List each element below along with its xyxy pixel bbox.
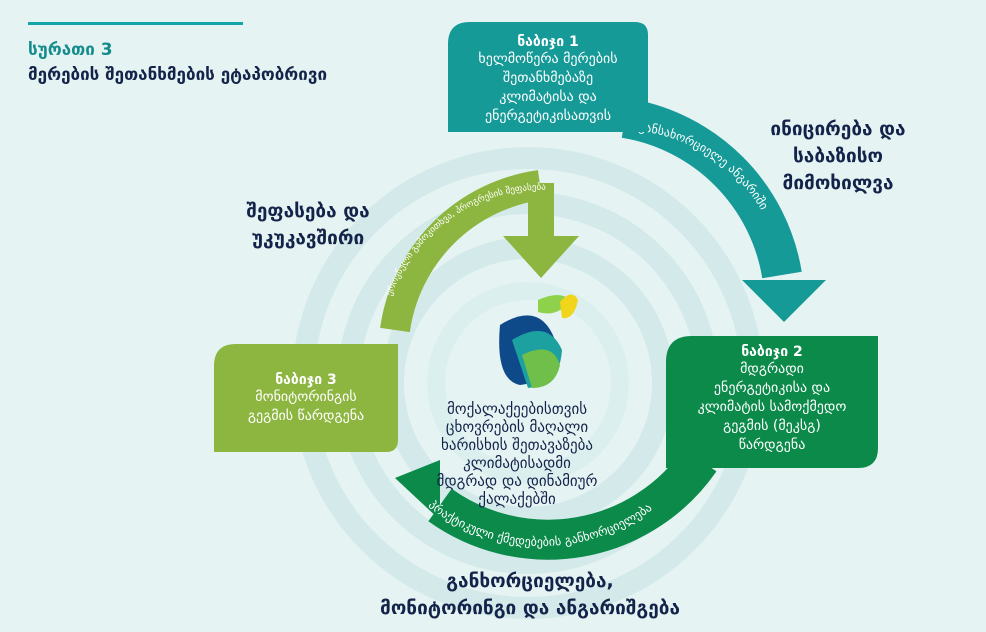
- step-2-line: ენერგეტიკისა და: [713, 380, 831, 396]
- step-2-content: ნაბიჯი 2 მდგრადი ენერგეტიკისა და კლიმატი…: [666, 344, 878, 455]
- step-2-line: კლიმატის სამოქმედო: [697, 399, 847, 415]
- step-2-line: წარდგენა: [738, 437, 806, 453]
- center-line: კლიმატისადმი: [463, 454, 571, 472]
- step-3-content: ნაბიჯი 3 მონიტორინგის გეგმის წარდგენა: [214, 372, 398, 426]
- step-2-box: [666, 336, 878, 468]
- phase-implementation-line: განხორციელება,: [446, 570, 614, 592]
- step-3-box: [214, 344, 398, 452]
- phase-initiation-line: მიმოხილვა: [782, 172, 894, 194]
- step-1-box: [448, 22, 648, 132]
- figure-title: მერების შეთანხმების ეტაპობრივი: [28, 65, 328, 85]
- step-3-title: ნაბიჯი 3: [275, 372, 337, 388]
- phase-implementation: განხორციელება, მონიტორინგი და ანგარიშგებ…: [320, 568, 740, 622]
- phase-implementation-line: მონიტორინგი და ანგარიშგება: [380, 597, 680, 619]
- center-line: მოქალაქეებისთვის: [446, 400, 588, 418]
- phase-evaluation: შეფასება და უკუკავშირი: [208, 198, 408, 252]
- arrow-head-lime: [503, 236, 579, 278]
- step-1-line: კლიმატისა და: [499, 89, 597, 105]
- step-3-line: მონიტორინგის: [255, 389, 357, 405]
- arrow-evaluation: [380, 170, 543, 333]
- center-line: ხარისხის შეთავაზება: [440, 436, 594, 454]
- step-3-line: გეგმის წარდგენა: [247, 408, 365, 424]
- step-1-content: ნაბიჯი 1 ხელმოწერა მერების შეთანხმებაზე …: [448, 34, 648, 126]
- arrow-head-green: [395, 460, 440, 520]
- center-line: მდგრად და დინამიურ: [436, 472, 598, 490]
- phase-evaluation-line: შეფასება და: [246, 200, 370, 222]
- leaf-logo-icon: [499, 294, 578, 388]
- step-2-line: მდგრადი: [740, 361, 804, 377]
- step-1-title: ნაბიჯი 1: [517, 34, 579, 50]
- phase-initiation-line: საბაზისო: [793, 145, 883, 167]
- arrow-initiation: [621, 98, 802, 279]
- step-2-line: გეგმის (მეკსგ): [723, 418, 821, 434]
- step-1-line: ენერგეტიკისათვის: [484, 108, 612, 124]
- center-statement: მოქალაქეებისთვის ცხოვრების მაღალი ხარისხ…: [402, 400, 632, 508]
- phase-initiation: ინიცირება და საბაზისო მიმოხილვა: [728, 116, 948, 197]
- center-line: ცხოვრების მაღალი: [445, 418, 589, 436]
- header-rule: [28, 22, 243, 25]
- phase-evaluation-line: უკუკავშირი: [251, 227, 365, 249]
- center-line: ქალაქებში: [478, 490, 556, 508]
- step-1-line: ხელმოწერა მერების: [478, 51, 618, 67]
- figure-number: სურათი 3: [28, 40, 113, 60]
- step-1-line: შეთანხმებაზე: [502, 70, 594, 86]
- step-2-title: ნაბიჯი 2: [741, 344, 803, 360]
- arrow-shaft-lime: [528, 183, 554, 238]
- phase-initiation-line: ინიცირება და: [770, 118, 906, 140]
- arrow-head-teal: [742, 280, 826, 322]
- arrow-implementation: [428, 448, 717, 560]
